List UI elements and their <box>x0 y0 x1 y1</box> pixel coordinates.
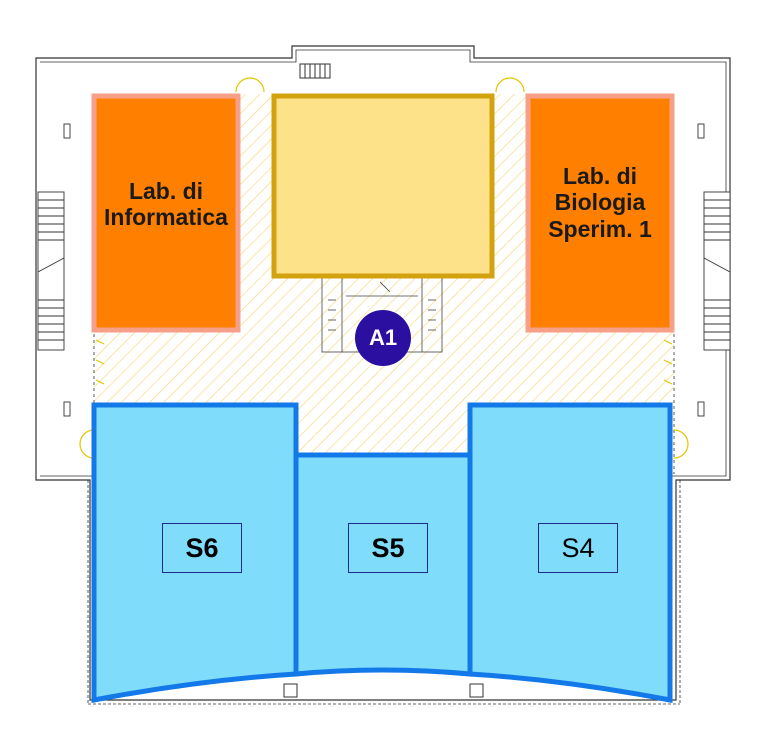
marker-a1[interactable]: A1 <box>355 310 411 366</box>
room-s6[interactable] <box>91 402 299 704</box>
left-stair <box>37 123 71 417</box>
right-stair <box>697 123 731 417</box>
top-stair <box>299 63 331 79</box>
label-lab-informatica-line1: Lab. di <box>128 178 204 204</box>
label-s4: S4 <box>538 523 618 573</box>
room-lab-biologia[interactable] <box>525 93 675 333</box>
label-lab-informatica: Lab. di Informatica <box>88 178 244 231</box>
label-s6: S6 <box>162 523 242 573</box>
label-lab-biologia-line1: Lab. di <box>562 163 638 189</box>
room-atrium[interactable] <box>271 93 495 279</box>
building-outline <box>35 45 731 705</box>
label-lab-biologia: Lab. di Biologia Sperim. 1 <box>522 163 678 242</box>
column-right <box>469 683 484 698</box>
label-s4-text: S4 <box>561 532 595 563</box>
room-s4[interactable] <box>467 402 673 704</box>
label-lab-informatica-line2: Informatica <box>104 204 228 231</box>
label-lab-biologia-line2: Biologia <box>554 189 646 216</box>
label-lab-biologia-line3: Sperim. 1 <box>548 215 652 242</box>
label-s5: S5 <box>348 523 428 573</box>
label-s5-text: S5 <box>371 532 405 563</box>
marker-a1-label: A1 <box>368 325 398 350</box>
label-s6-text: S6 <box>185 532 219 563</box>
room-lab-informatica[interactable] <box>91 93 241 333</box>
column-left <box>283 683 298 698</box>
